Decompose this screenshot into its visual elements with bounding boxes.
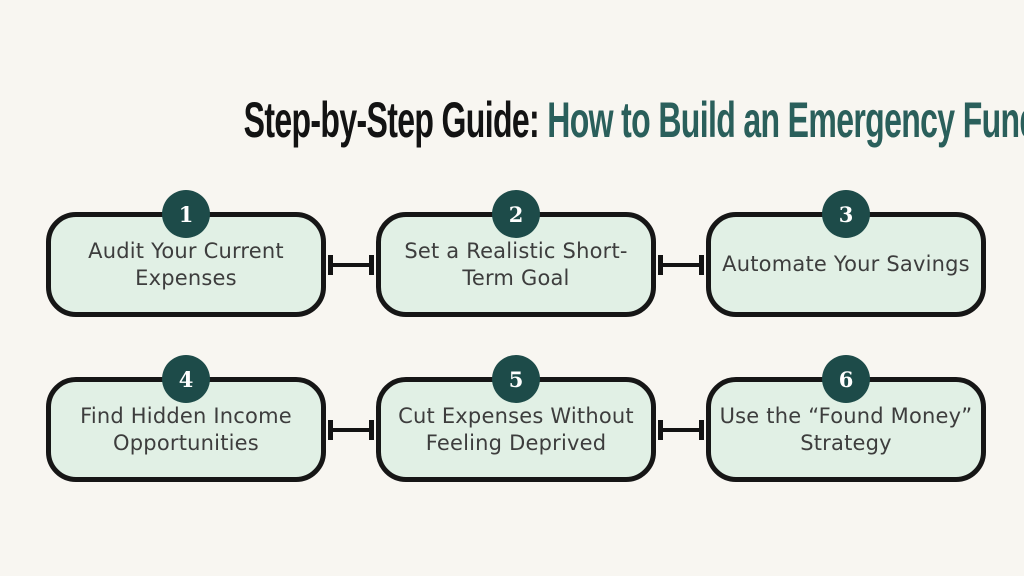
connector-line — [659, 262, 703, 267]
step-label: Automate Your Savings — [722, 251, 970, 278]
title-highlight: How to Build an Emergency Fund Fast — [547, 92, 1024, 148]
step-number: 3 — [838, 201, 854, 227]
step-2-number-badge: 2 — [492, 190, 540, 238]
connector-step1-step2 — [326, 212, 376, 317]
connector-step5-step6 — [656, 377, 706, 482]
connector-line — [329, 427, 373, 432]
step-number: 2 — [508, 201, 524, 227]
step-label-line: Expenses — [135, 265, 237, 290]
step-label-line: Feeling Deprived — [425, 430, 607, 455]
steps-row-2: 4 Find Hidden Income Opportunities 5 Cut… — [46, 355, 986, 482]
connector-line — [659, 427, 703, 432]
page-title-text: Step-by-Step Guide: How to Build an Emer… — [244, 94, 1024, 146]
connector-step2-step3 — [656, 212, 706, 317]
page-title: Step-by-Step Guide: How to Build an Emer… — [0, 94, 1024, 146]
step-number: 1 — [178, 201, 194, 227]
step-box-6: 6 Use the “Found Money” Strategy — [706, 355, 986, 482]
step-number: 5 — [508, 366, 524, 392]
step-box-2: 2 Set a Realistic Short- Term Goal — [376, 190, 656, 317]
step-label-line: Audit Your Current — [88, 238, 284, 263]
step-5-number-badge: 5 — [492, 355, 540, 403]
step-label-line: Use the “Found Money” — [719, 403, 973, 428]
step-number: 4 — [178, 366, 194, 392]
steps-row-1: 1 Audit Your Current Expenses 2 Set a Re… — [46, 190, 986, 317]
step-label-line: Term Goal — [462, 265, 570, 290]
step-label: Audit Your Current Expenses — [88, 238, 284, 292]
step-3-number-badge: 3 — [822, 190, 870, 238]
step-6-number-badge: 6 — [822, 355, 870, 403]
step-label: Find Hidden Income Opportunities — [80, 403, 292, 457]
step-label: Cut Expenses Without Feeling Deprived — [398, 403, 634, 457]
connector-line — [329, 262, 373, 267]
step-label: Set a Realistic Short- Term Goal — [404, 238, 627, 292]
step-label-line: Find Hidden Income — [80, 403, 292, 428]
step-label-line: Opportunities — [113, 430, 259, 455]
step-label: Use the “Found Money” Strategy — [720, 403, 973, 457]
step-1-number-badge: 1 — [162, 190, 210, 238]
step-box-5: 5 Cut Expenses Without Feeling Deprived — [376, 355, 656, 482]
connector-step4-step5 — [326, 377, 376, 482]
step-box-4: 4 Find Hidden Income Opportunities — [46, 355, 326, 482]
title-prefix: Step-by-Step Guide: — [243, 92, 548, 148]
step-box-1: 1 Audit Your Current Expenses — [46, 190, 326, 317]
step-number: 6 — [838, 366, 854, 392]
step-box-3: 3 Automate Your Savings — [706, 190, 986, 317]
step-label-line: Automate Your Savings — [722, 252, 970, 276]
step-4-number-badge: 4 — [162, 355, 210, 403]
step-label-line: Strategy — [800, 430, 892, 455]
step-label-line: Set a Realistic Short- — [404, 238, 628, 263]
step-label-line: Cut Expenses Without — [398, 403, 634, 428]
